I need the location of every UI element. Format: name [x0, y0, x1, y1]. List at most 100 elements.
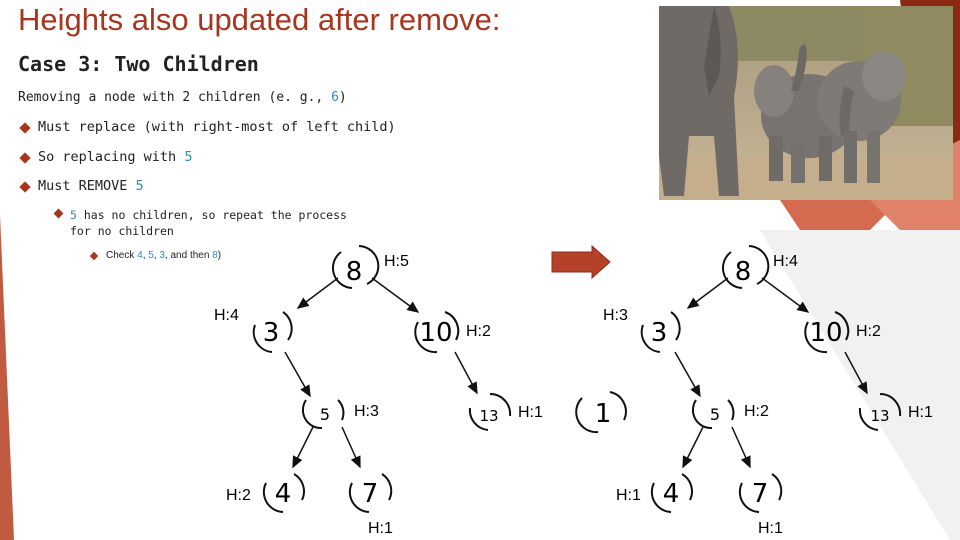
node-value: 13 [870, 407, 889, 425]
sub-sub-bullet-check: Check 4, 5, 3, and then 8) [106, 250, 221, 261]
edge [296, 277, 339, 309]
bullet-replace: Must replace (with right-most of left ch… [38, 119, 396, 135]
check-value: 3 [159, 250, 165, 261]
node-left: 3 H:4 [214, 307, 293, 353]
body-value: 6 [331, 90, 339, 105]
node-value: 3 [651, 318, 668, 348]
check-prefix: Check [106, 250, 138, 261]
node-circle [650, 473, 693, 513]
node-left-right: 5 H:3 [301, 399, 379, 430]
node-left-right: 5 H:2 [691, 399, 769, 430]
node-circle [691, 399, 735, 430]
check-sep: , [153, 250, 160, 261]
node-height: H:4 [214, 307, 239, 324]
node-circle [301, 399, 345, 430]
node-value: 3 [263, 318, 280, 348]
tree-before-edges [284, 277, 478, 469]
bullet-value: 5 [135, 178, 144, 194]
node-height: H:2 [744, 403, 769, 420]
node-height: H:1 [616, 487, 641, 504]
bullet-text: So replacing with [38, 149, 185, 165]
check-value: 8 [212, 250, 218, 261]
node-circle [252, 311, 293, 353]
node-right: 10 H:2 [414, 311, 491, 354]
node-height: H:2 [226, 487, 251, 504]
node-circle [575, 391, 627, 434]
node-height: H:4 [773, 253, 798, 270]
node-circle [331, 245, 380, 289]
node-value: 4 [663, 479, 680, 509]
tree-before: 8 H:5 3 H:4 10 H:2 5 H:3 13 H:1 [214, 245, 543, 537]
node-circle [858, 392, 902, 431]
node-lr: 7 H:1 [738, 473, 783, 537]
tree-after-edges [674, 277, 868, 469]
node-height: H:1 [908, 404, 933, 421]
node-value: 8 [735, 257, 752, 287]
bullet-value: 5 [184, 149, 193, 165]
node-circle [348, 473, 393, 513]
edge [454, 351, 478, 395]
node-value: 4 [275, 479, 292, 509]
node-right: 10 H:2 [804, 311, 881, 354]
edge [844, 351, 868, 395]
edge [341, 426, 361, 469]
sub-bullet-text: has no children, so repeat the process f… [70, 208, 347, 238]
node-circle [804, 311, 850, 354]
sub-bullet-no-children: 5 has no children, so repeat the process… [70, 207, 370, 239]
bullet-text: Must replace (with right-most of left ch… [38, 119, 396, 135]
check-mid: , and then [164, 250, 213, 261]
sub-bullet-value: 5 [70, 208, 77, 222]
edge [731, 426, 751, 469]
check-suffix: ) [217, 250, 222, 261]
node-height: H:1 [518, 404, 543, 421]
node-left-left: 1 [575, 391, 627, 434]
corner-mid-shape [780, 200, 900, 230]
node-right-right: 13 H:1 [858, 392, 933, 431]
node-value: 1 [595, 399, 612, 429]
node-height: H:1 [758, 520, 783, 537]
node-circle [738, 473, 783, 513]
node-ll: 4 H:1 [616, 473, 693, 513]
slide-subtitle: Case 3: Two Children [18, 52, 259, 76]
node-value: 5 [710, 405, 720, 424]
left-accent-shape [0, 215, 14, 540]
tree-after: 8 H:4 3 H:3 10 H:2 1 5 H:2 [575, 245, 933, 537]
elephant-illustration [659, 6, 953, 200]
check-value: 5 [148, 250, 154, 261]
bullet-text: Must REMOVE [38, 178, 136, 194]
check-value: 4 [137, 250, 143, 261]
edge [761, 277, 810, 313]
node-value: 10 [419, 318, 452, 348]
node-height: H:1 [368, 520, 393, 537]
edge [682, 426, 704, 469]
node-left: 3 H:3 [603, 307, 681, 353]
body-text: Removing a node with 2 children (e. g., … [18, 90, 347, 105]
node-value: 5 [320, 405, 330, 424]
node-height: H:3 [603, 307, 628, 324]
node-circle [468, 392, 512, 431]
node-value: 7 [362, 479, 379, 509]
bullet-replacing-with: So replacing with 5 [38, 149, 192, 165]
node-height: H:3 [354, 403, 379, 420]
node-value: 8 [346, 257, 363, 287]
node-height: H:5 [384, 253, 409, 270]
edge [284, 351, 311, 398]
body-suffix: ) [338, 90, 347, 105]
edge [292, 426, 314, 469]
node-value: 13 [479, 407, 498, 425]
check-sep: , [142, 250, 149, 261]
edge [674, 351, 701, 398]
node-lr: 7 H:1 [348, 473, 393, 537]
slide-title: Heights also updated after remove: [18, 2, 501, 37]
node-circle [262, 473, 305, 513]
node-value: 10 [809, 318, 842, 348]
body-prefix: Removing a node with 2 children (e. g., [18, 90, 332, 105]
node-root: 8 H:4 [721, 245, 798, 289]
right-arrow-icon [551, 244, 611, 280]
node-height: H:2 [466, 323, 491, 340]
node-ll: 4 H:2 [226, 473, 305, 513]
node-right-right: 13 H:1 [468, 392, 543, 431]
node-circle [721, 245, 770, 289]
